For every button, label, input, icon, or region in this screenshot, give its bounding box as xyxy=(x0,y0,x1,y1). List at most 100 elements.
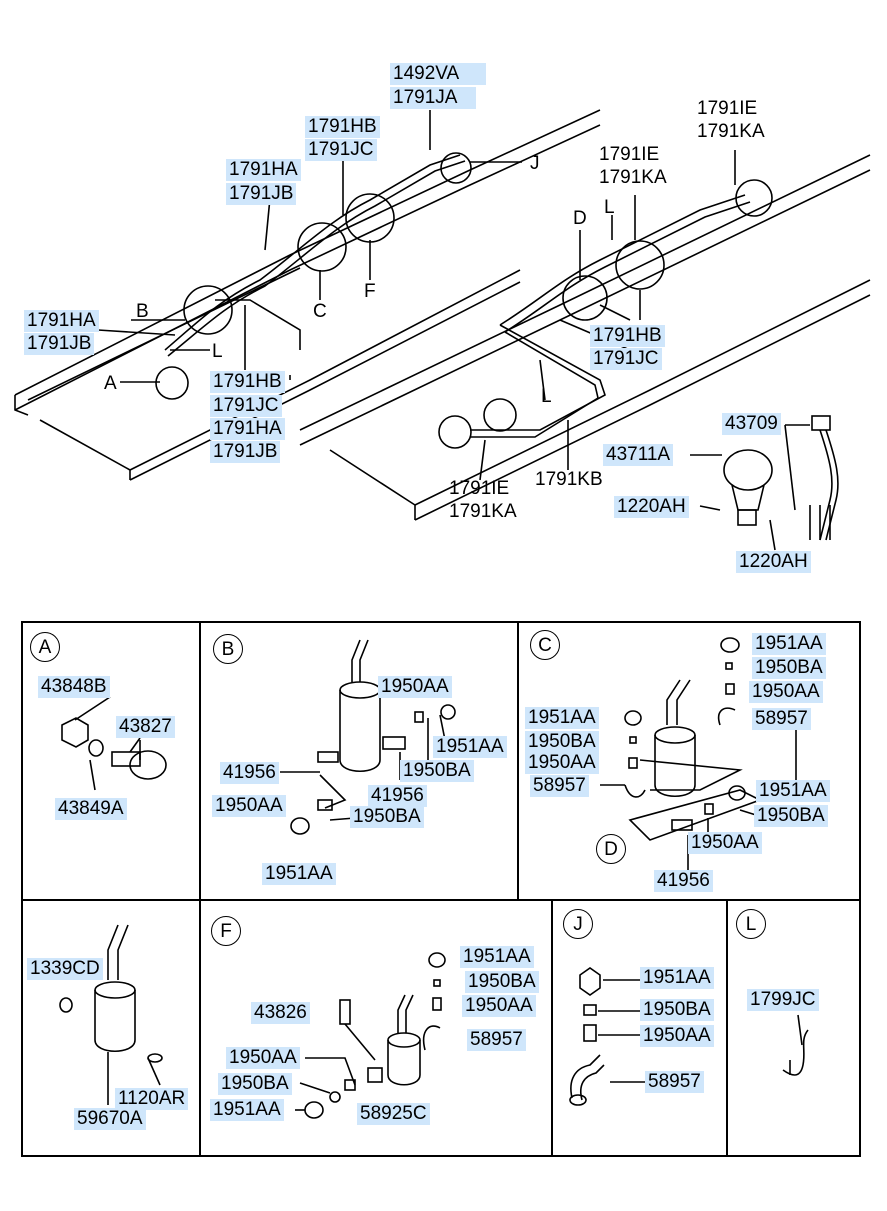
pump-B-icon xyxy=(183,285,233,335)
pump-F-detail-icon xyxy=(387,1040,421,1086)
callout-41956-C: 41956 xyxy=(654,870,713,892)
right-fuel-line xyxy=(499,194,746,326)
callout-43709: 43709 xyxy=(722,413,781,435)
pump-59670A-icon xyxy=(94,990,136,1052)
callout-41956-B-right: 41956 xyxy=(368,785,427,807)
callout-1791IE-mid: 1791IE xyxy=(599,144,660,165)
detail-label-C: C xyxy=(530,630,560,660)
callout-1791HB: 1791HB xyxy=(305,116,380,138)
callout-43848B: 43848B xyxy=(38,676,110,698)
letter-B: B xyxy=(136,301,149,322)
callout-1950BA-C-right: 1950BA xyxy=(754,805,828,827)
letter-D: D xyxy=(573,208,587,229)
callout-1951AA-B: 1951AA xyxy=(433,736,507,758)
callout-1950BA-F-left: 1950BA xyxy=(218,1073,292,1095)
callout-58957-J: 58957 xyxy=(645,1071,704,1093)
callout-1950BA-J: 1950BA xyxy=(640,999,714,1021)
detail-label-A: A xyxy=(30,632,60,662)
shift-knob-icon xyxy=(723,449,773,491)
left-fuel-line xyxy=(164,154,461,351)
callout-43849A: 43849A xyxy=(55,798,127,820)
pump-C-detail-icon xyxy=(654,735,696,797)
callout-1791IE-top: 1791IE xyxy=(697,98,758,119)
callout-1950AA-F-left: 1950AA xyxy=(226,1047,300,1069)
callout-1791JB-left: 1791JB xyxy=(24,333,95,355)
callout-59670A: 59670A xyxy=(74,1108,146,1130)
letter-A: A xyxy=(104,373,117,394)
letter-L-left: L xyxy=(212,341,223,362)
callout-41956-B-left: 41956 xyxy=(220,762,279,784)
letter-J: J xyxy=(530,153,540,174)
callout-1791HA-bottom: 1791HA xyxy=(210,418,285,440)
callout-43827: 43827 xyxy=(116,716,175,738)
callout-1791KA-bottom: 1791KA xyxy=(449,501,517,522)
callout-1950AA-B-top: 1950AA xyxy=(378,676,452,698)
callout-1492VA: 1492VA xyxy=(390,63,486,85)
detail-label-B: B xyxy=(213,634,243,664)
callout-1791HA: 1791HA xyxy=(226,159,301,181)
callout-1791HB-right: 1791HB xyxy=(590,325,665,347)
letter-F: F xyxy=(364,281,376,302)
pump-B-detail-icon xyxy=(339,690,381,772)
elbow-58957-J-icon xyxy=(570,1054,601,1099)
callout-1951AA-F: 1951AA xyxy=(460,946,534,968)
callout-1220AH-left: 1220AH xyxy=(614,496,689,518)
pump-right-icon xyxy=(615,240,665,290)
callout-1950BA-B-bottom: 1950BA xyxy=(350,806,424,828)
detail-label-L: L xyxy=(736,909,766,939)
callout-58925C: 58925C xyxy=(357,1103,430,1125)
callout-58957-F: 58957 xyxy=(467,1029,526,1051)
callout-1951AA-B-bottom: 1951AA xyxy=(262,863,336,885)
callout-1791KA-mid: 1791KA xyxy=(599,167,667,188)
callout-43826: 43826 xyxy=(251,1002,310,1024)
callout-1791KA-top: 1791KA xyxy=(697,121,765,142)
callout-1791JC-right: 1791JC xyxy=(590,348,662,370)
callout-1791JC: 1791JC xyxy=(305,139,377,161)
callout-58957-C-left: 58957 xyxy=(530,775,589,797)
detail-label-D: D xyxy=(596,834,626,864)
callout-1950BA-C-top: 1950BA xyxy=(752,657,826,679)
callout-43711A: 43711A xyxy=(603,444,674,466)
callout-1791HB-bottom: 1791HB xyxy=(210,371,285,393)
callout-1791IE-bottom: 1791IE xyxy=(449,478,510,499)
pump-C-icon xyxy=(297,222,347,272)
callout-1950BA-B-right: 1950BA xyxy=(400,760,474,782)
letter-C: C xyxy=(313,301,327,322)
callout-1791JB: 1791JB xyxy=(226,183,297,205)
callout-1951AA-C-right: 1951AA xyxy=(756,780,830,802)
right-frame-rail-top xyxy=(299,154,871,431)
callout-1799JC: 1799JC xyxy=(747,989,819,1011)
callout-58957-C-top: 58957 xyxy=(752,708,811,730)
pump-D-icon xyxy=(562,275,608,321)
callout-1950AA-F-top: 1950AA xyxy=(462,995,536,1017)
nut-1951AA-J-icon xyxy=(579,967,601,996)
detail-label-J: J xyxy=(563,909,593,939)
callout-1791JA: 1791JA xyxy=(390,87,476,109)
callout-1339CD: 1339CD xyxy=(27,958,103,980)
callout-1950BA-F: 1950BA xyxy=(465,971,539,993)
connector-A-icon xyxy=(155,366,189,400)
washer-43849A-icon xyxy=(88,739,104,757)
callout-1950BA-C-left: 1950BA xyxy=(525,731,599,753)
callout-1950AA-J: 1950AA xyxy=(640,1025,714,1047)
callout-1950AA-C-top: 1950AA xyxy=(749,681,823,703)
letter-L-top: L xyxy=(604,197,615,218)
callout-1791KB: 1791KB xyxy=(535,469,603,490)
letter-L-bottom: L xyxy=(541,386,552,407)
callout-1791JB-bottom: 1791JB xyxy=(210,441,281,463)
connector-J-icon xyxy=(440,152,472,184)
callout-1220AH-right: 1220AH xyxy=(736,551,811,573)
detail-label-F: F xyxy=(211,916,241,946)
sensor-43827-icon xyxy=(129,750,167,780)
clip-1799JC-icon xyxy=(782,1029,809,1076)
callout-1951AA-C-left: 1951AA xyxy=(525,707,599,729)
callout-1951AA-C-top: 1951AA xyxy=(752,633,826,655)
callout-1791HA-left: 1791HA xyxy=(24,310,99,332)
callout-1791JC-bottom: 1791JC xyxy=(210,395,282,417)
connector-right-icon xyxy=(735,179,773,217)
callout-1950AA-B-bottom: 1950AA xyxy=(212,795,286,817)
callout-1120AR: 1120AR xyxy=(115,1088,189,1110)
nut-43848B-icon xyxy=(61,717,89,748)
callout-1950AA-C-left: 1950AA xyxy=(525,752,599,774)
